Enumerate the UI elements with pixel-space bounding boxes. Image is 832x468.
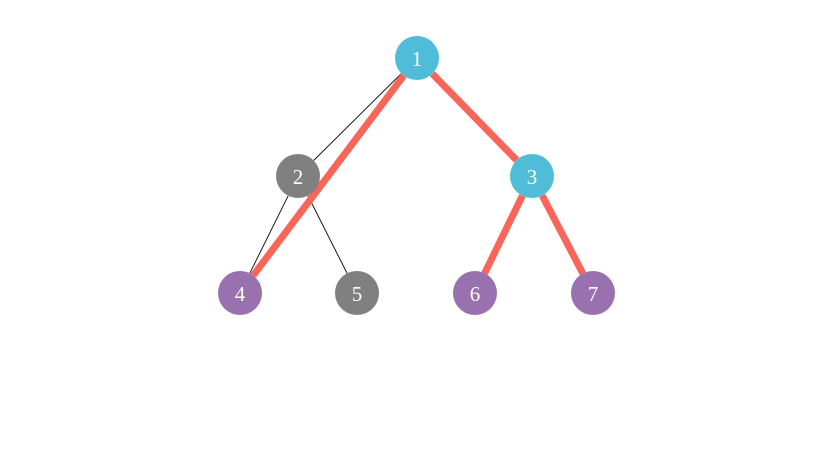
node-circle-4[interactable] (218, 271, 262, 315)
edge-2-5 (307, 195, 348, 274)
node-1[interactable]: 1 (395, 36, 439, 80)
edge-2-4 (249, 195, 289, 274)
highlight-path-1-4 (250, 73, 407, 278)
node-circle-1[interactable] (395, 36, 439, 80)
node-6[interactable]: 6 (453, 271, 497, 315)
node-circle-7[interactable] (571, 271, 615, 315)
highlight-path-layer (250, 73, 407, 278)
edge-1-2 (313, 73, 402, 161)
node-circle-5[interactable] (335, 271, 379, 315)
node-circle-3[interactable] (510, 154, 554, 198)
node-7[interactable]: 7 (571, 271, 615, 315)
node-3[interactable]: 3 (510, 154, 554, 198)
edges-layer (249, 71, 586, 276)
node-circle-2[interactable] (276, 154, 320, 198)
node-circle-6[interactable] (453, 271, 497, 315)
edge-3-7 (539, 193, 586, 276)
edge-3-6 (481, 194, 526, 275)
edge-1-3 (429, 71, 520, 163)
node-2[interactable]: 2 (276, 154, 320, 198)
node-4[interactable]: 4 (218, 271, 262, 315)
node-5[interactable]: 5 (335, 271, 379, 315)
